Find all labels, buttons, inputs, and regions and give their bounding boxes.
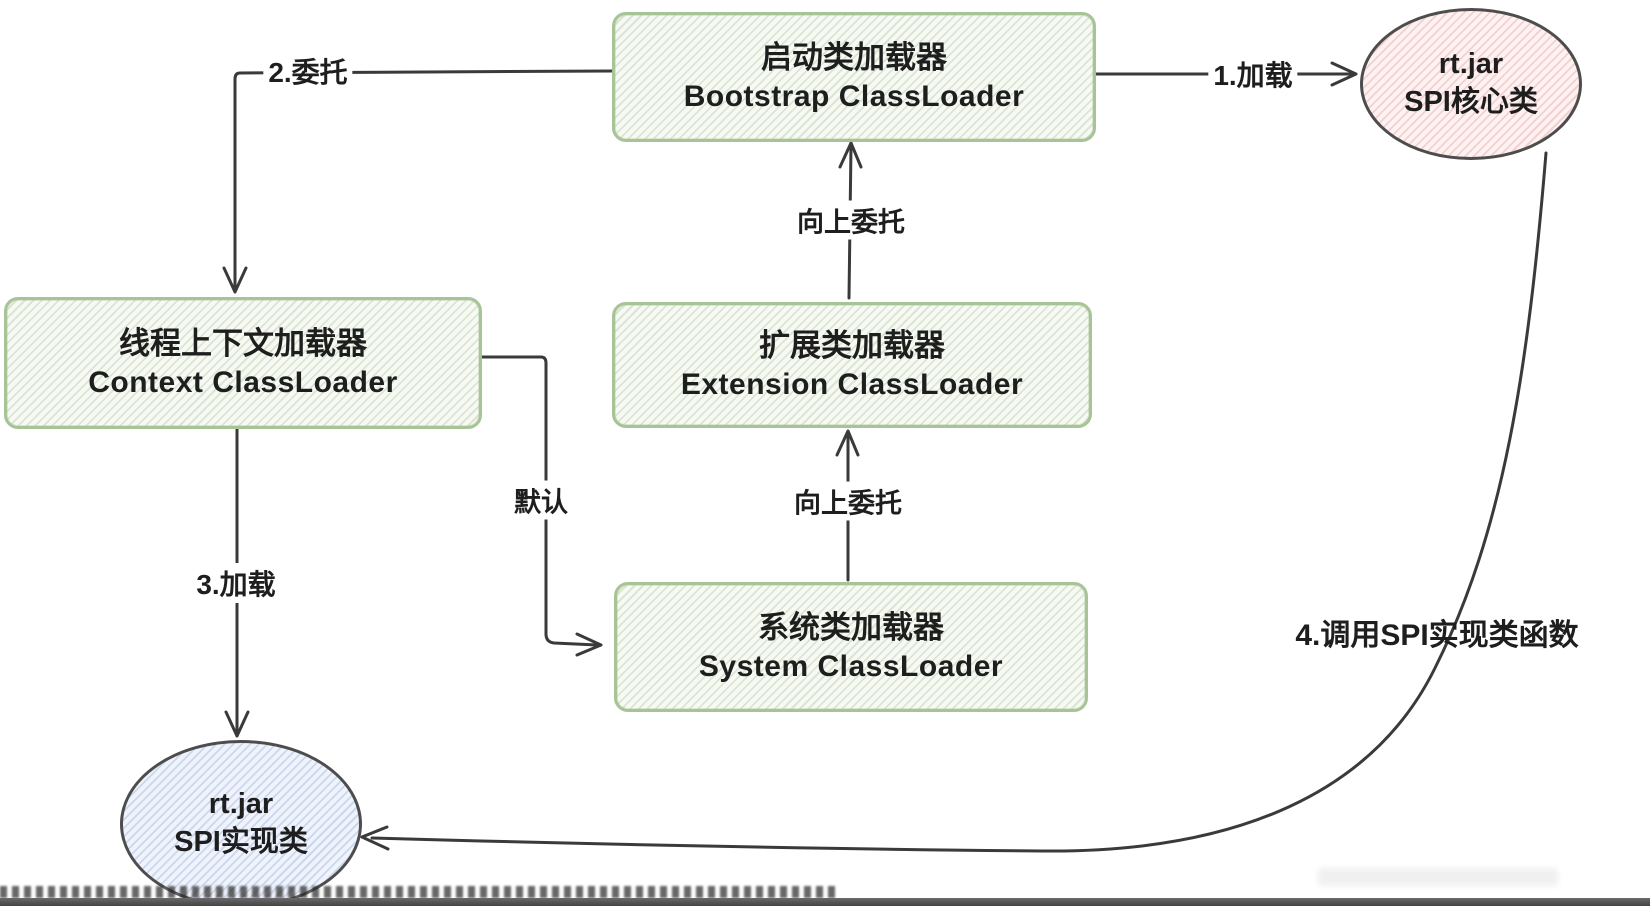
node-title-zh: 系统类加载器 bbox=[758, 609, 944, 645]
edge-label-default: 默认 bbox=[509, 480, 573, 520]
edge-label-up-delegate-bottom: 向上委托 bbox=[789, 481, 907, 521]
edge-label-up-delegate-top: 向上委托 bbox=[792, 200, 910, 240]
arrowhead-up bbox=[838, 141, 863, 169]
node-title-en: System ClassLoader bbox=[698, 649, 1004, 683]
node-spi-core-classes: rt.jar SPI核心类 bbox=[1360, 8, 1582, 160]
edge-delegate bbox=[233, 69, 614, 290]
ellipse-line2: SPI实现类 bbox=[174, 826, 308, 858]
node-title-zh: 扩展类加载器 bbox=[759, 327, 945, 363]
node-title-zh: 启动类加载器 bbox=[761, 39, 947, 75]
node-system-classloader: 系统类加载器 System ClassLoader bbox=[614, 582, 1088, 712]
node-title-zh: 线程上下文加载器 bbox=[119, 325, 367, 361]
node-title-en: Bootstrap ClassLoader bbox=[683, 79, 1025, 113]
arrowhead-right bbox=[575, 632, 603, 657]
edge-label-call-impl: 4.调用SPI实现类函数 bbox=[1295, 619, 1579, 652]
edge-label-delegate: 2.委托 bbox=[263, 51, 353, 91]
arrowhead-up bbox=[835, 429, 860, 457]
edge-label-load-impl: 3.加载 bbox=[191, 563, 281, 603]
edge-label-load-core: 1.加载 bbox=[1208, 54, 1298, 94]
arrowhead-down bbox=[224, 710, 250, 738]
bottom-edge-bar bbox=[0, 898, 1650, 906]
ellipse-line1: rt.jar bbox=[1438, 48, 1504, 81]
node-title-en: Extension ClassLoader bbox=[680, 367, 1024, 401]
node-extension-classloader: 扩展类加载器 Extension ClassLoader bbox=[612, 302, 1092, 428]
node-title-en: Context ClassLoader bbox=[88, 365, 398, 399]
ellipse-line1: rt.jar bbox=[208, 788, 274, 821]
edge-call-impl bbox=[370, 151, 1548, 853]
ellipse-line2: SPI核心类 bbox=[1404, 86, 1538, 118]
arrowhead-right bbox=[1330, 61, 1358, 87]
node-spi-impl-classes: rt.jar SPI实现类 bbox=[120, 740, 362, 906]
node-context-classloader: 线程上下文加载器 Context ClassLoader bbox=[4, 297, 482, 429]
node-bootstrap-classloader: 启动类加载器 Bootstrap ClassLoader bbox=[612, 12, 1096, 142]
faint-watermark-smudge bbox=[1318, 868, 1558, 886]
arrowhead-left bbox=[360, 825, 390, 851]
arrowhead-down bbox=[222, 266, 248, 294]
cropped-text-artifact bbox=[0, 886, 835, 898]
